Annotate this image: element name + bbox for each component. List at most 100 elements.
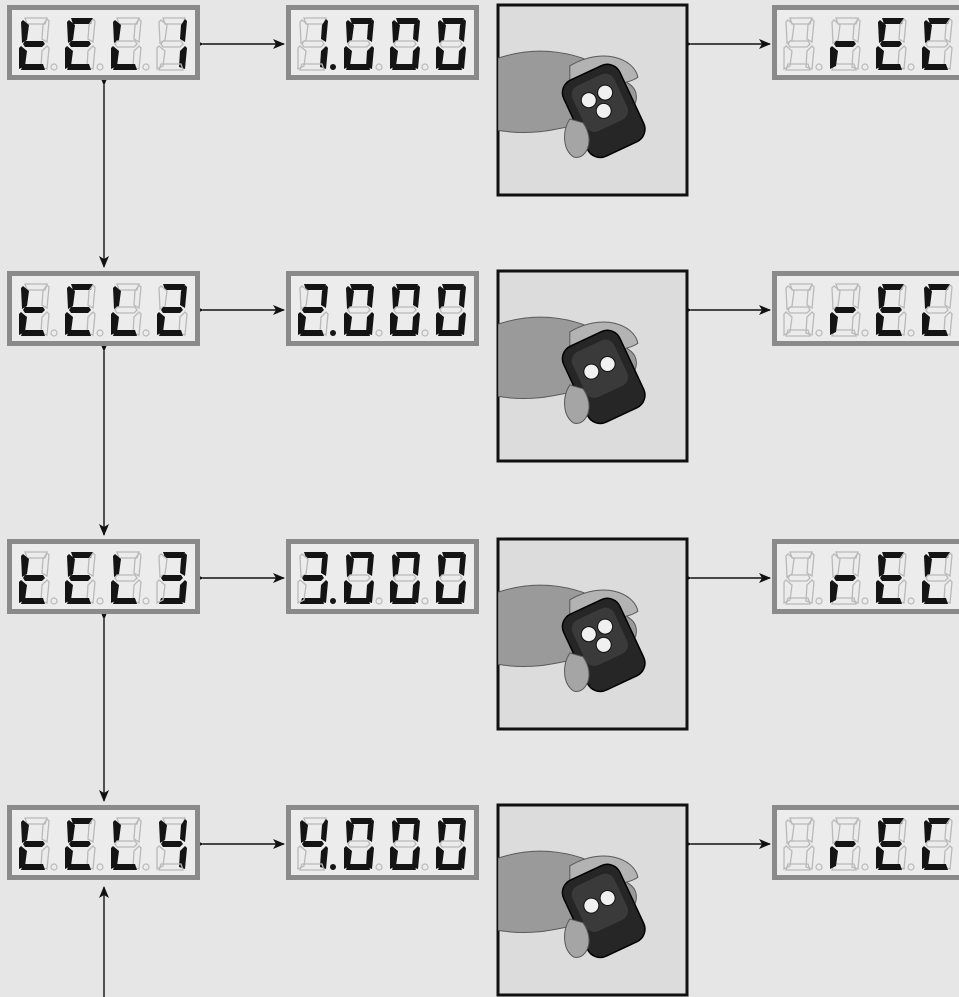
segment-f [831, 819, 841, 845]
remote-button [599, 890, 616, 907]
segment-g [393, 306, 417, 314]
digit-4 [436, 818, 466, 870]
remote-button [583, 897, 600, 914]
segment-b [852, 283, 861, 310]
segment-b [806, 817, 815, 844]
segment-c [366, 312, 374, 335]
segment-d [346, 64, 370, 70]
segment-b [806, 17, 815, 44]
segment-a [396, 552, 418, 558]
segment-b [898, 551, 907, 578]
decimal-dot [421, 863, 429, 871]
segment-g [347, 840, 371, 848]
segment-d [438, 598, 462, 604]
segment-g [393, 840, 417, 848]
segment-d [21, 598, 45, 604]
segment-a [928, 284, 950, 290]
segment-b [413, 285, 420, 308]
segment-f [392, 554, 400, 577]
segment-a [442, 284, 464, 290]
segment-f [113, 286, 121, 309]
decimal-dot [907, 63, 915, 71]
decimal-dot [96, 597, 104, 605]
segment-e [344, 580, 352, 603]
segment-g [23, 575, 45, 581]
segment-a [116, 17, 140, 25]
segment-c [366, 846, 374, 869]
segment-b [180, 553, 187, 576]
digit-2 [344, 552, 374, 604]
decimal-dot [50, 863, 58, 871]
segment-b [180, 19, 187, 42]
segment-b [87, 817, 96, 844]
segment-e [830, 46, 838, 69]
decimal-dot [815, 597, 823, 605]
segment-e [157, 312, 165, 335]
segment-b [806, 283, 815, 310]
segment-e [344, 46, 352, 69]
remote-button [595, 102, 612, 119]
segment-d [438, 330, 462, 336]
segment-b [87, 551, 96, 578]
decimal-dot [142, 63, 150, 71]
segment-b [898, 17, 907, 44]
segment-d [831, 863, 857, 871]
segment-b [459, 553, 466, 576]
segment-a [350, 284, 372, 290]
segment-g [23, 841, 45, 847]
segment-b [41, 551, 50, 578]
segment-d [67, 64, 91, 70]
segment-b [367, 19, 374, 42]
segment-d [878, 864, 902, 870]
digit-1 [19, 817, 50, 870]
segment-c [458, 312, 466, 335]
digit-2 [830, 551, 861, 605]
digit-3 [111, 551, 142, 604]
segment-b [41, 283, 50, 310]
segment-f [21, 820, 29, 843]
segment-g [393, 574, 417, 582]
segment-d [300, 598, 324, 604]
segment-g [880, 841, 902, 847]
segment-c [412, 846, 420, 869]
segment-b [459, 285, 466, 308]
segment-c [412, 46, 420, 69]
segment-f [924, 820, 932, 843]
segment-f [158, 553, 168, 579]
segment-f [438, 20, 446, 43]
segment-e [390, 46, 398, 69]
segment-f [924, 20, 932, 43]
decimal-dot [96, 329, 104, 337]
digit-3 [876, 17, 907, 70]
segment-g [161, 307, 183, 313]
decimal-dot [375, 63, 383, 71]
digit-3 [390, 818, 420, 870]
segment-b [852, 817, 861, 844]
decimal-dot [375, 329, 383, 337]
segment-f [392, 286, 400, 309]
segment-f [878, 20, 886, 43]
digit-3 [876, 551, 907, 604]
segment-g [302, 307, 324, 313]
segment-f [299, 553, 309, 579]
segment-f [924, 554, 932, 577]
segment-g [925, 574, 949, 582]
digit-2 [65, 551, 96, 604]
remote-photo-layer [496, 3, 689, 997]
digit-4 [922, 17, 953, 70]
segment-e [19, 312, 27, 335]
segment-e [876, 580, 884, 603]
segment-e [19, 580, 27, 603]
segment-e [65, 46, 73, 69]
segment-b [133, 17, 142, 44]
segment-b [413, 819, 420, 842]
segment-g [302, 575, 324, 581]
segment-a [116, 817, 140, 825]
segment-g [347, 40, 371, 48]
segment-g [114, 306, 138, 314]
segment-g [834, 841, 856, 847]
segment-d [113, 330, 137, 336]
segment-d [392, 864, 416, 870]
segment-g [925, 40, 949, 48]
segment-a [882, 18, 904, 24]
